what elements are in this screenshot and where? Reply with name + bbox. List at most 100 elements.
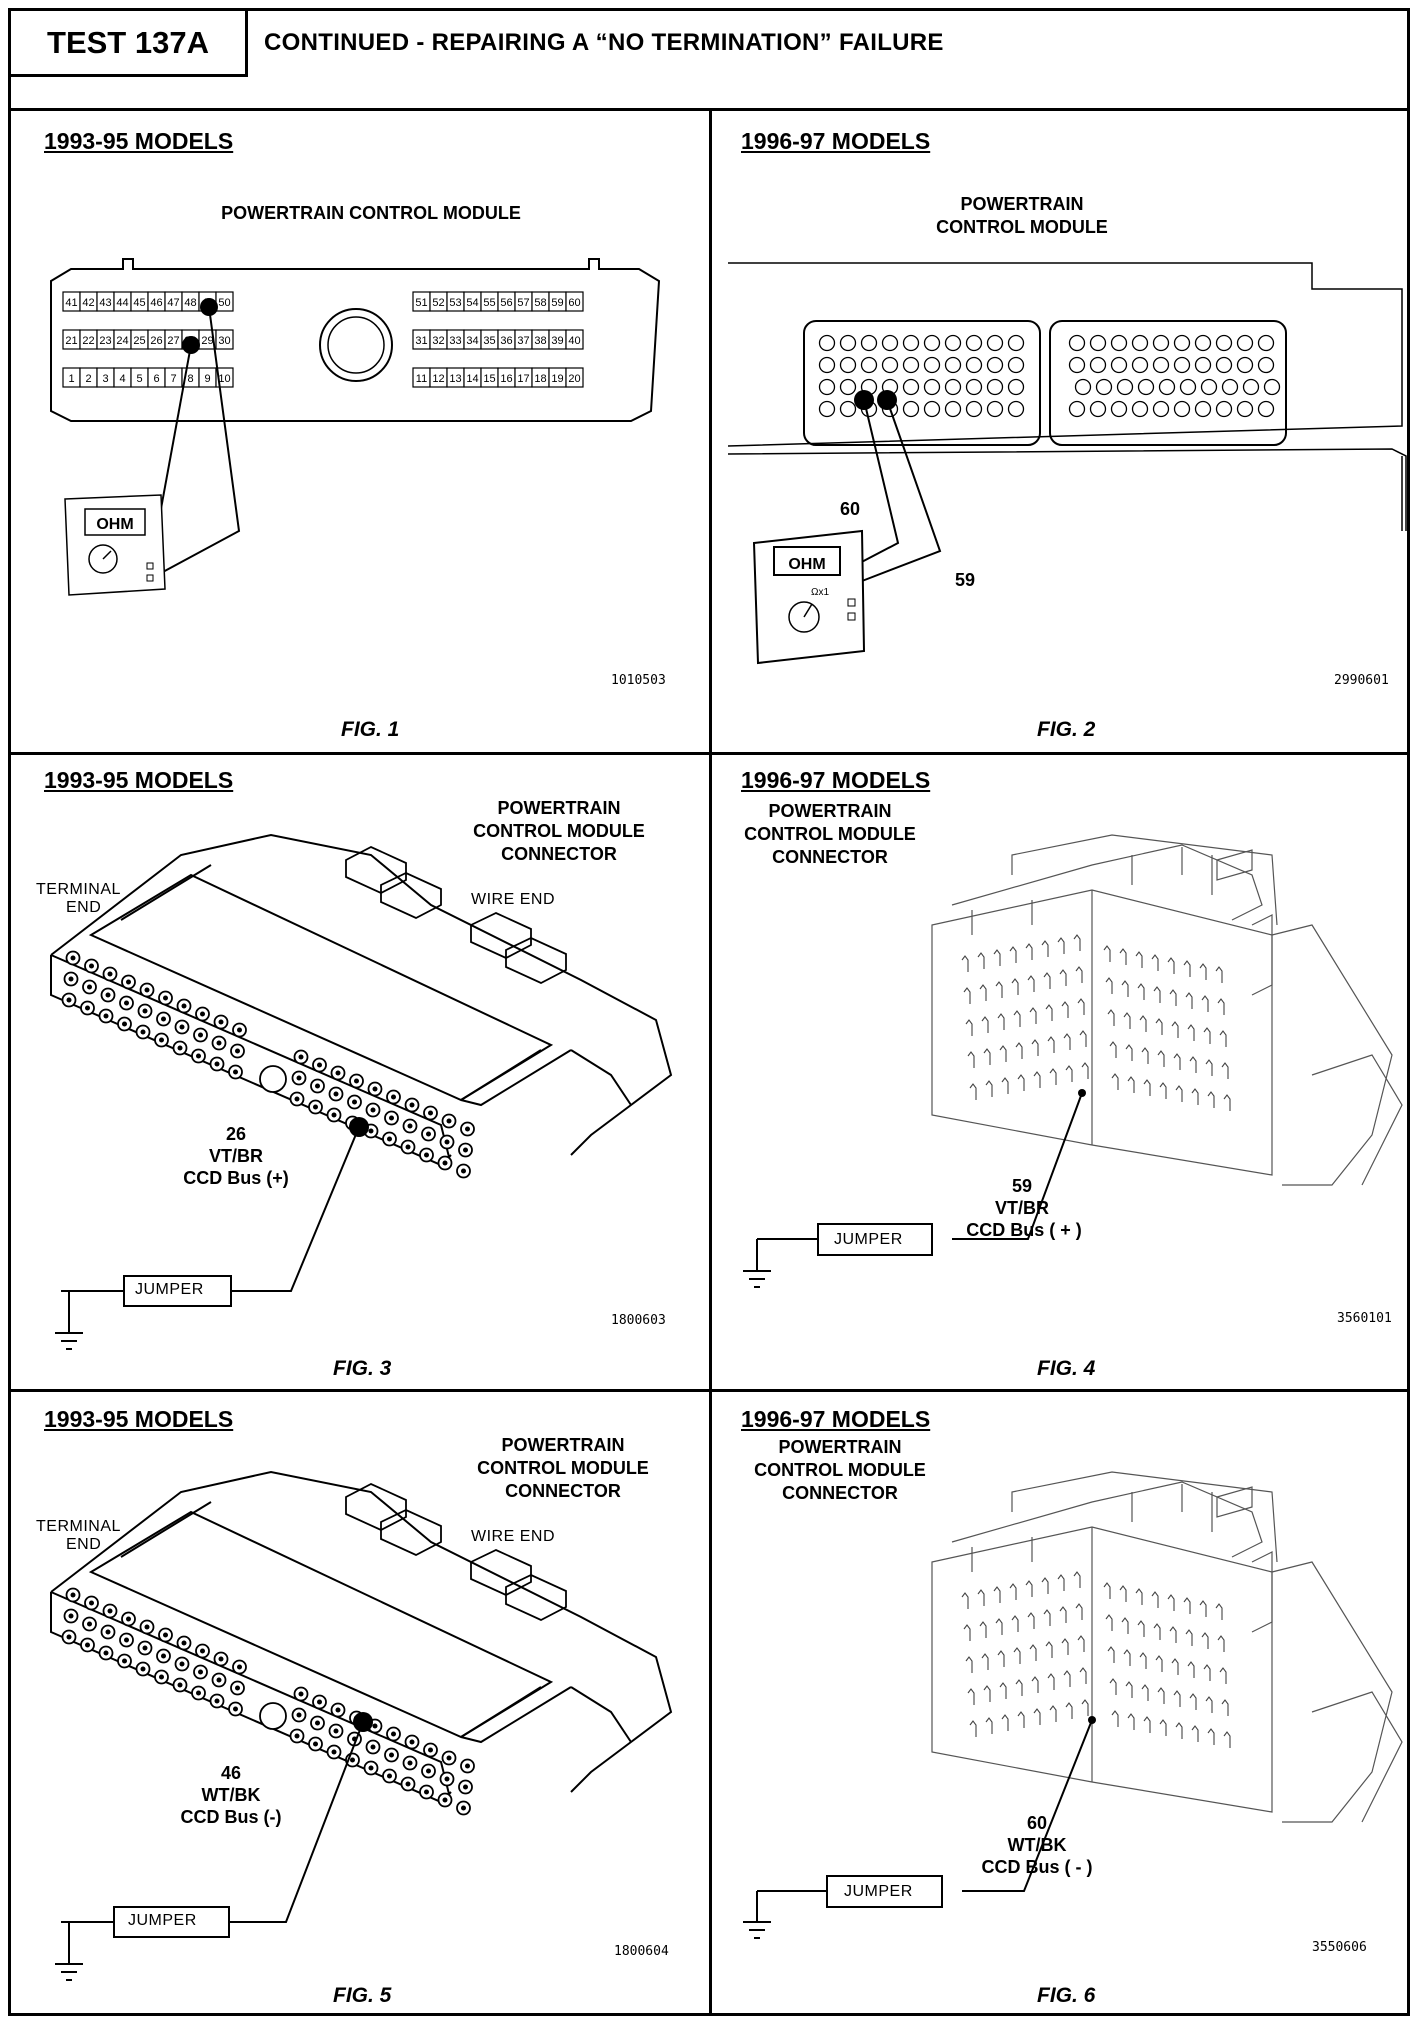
model-heading: 1993-95 MODELS	[44, 128, 234, 154]
terminal-cavity	[1199, 963, 1207, 980]
pin-grid	[818, 334, 1281, 418]
terminal-cavity	[977, 952, 985, 969]
pin-socket-center	[200, 1648, 205, 1654]
pin-socket-center	[424, 1789, 429, 1795]
svg-text:11: 11	[416, 373, 427, 385]
panel-fig-1: 1993-95 MODELS POWERTRAIN CONTROL MODULE…	[11, 111, 709, 752]
connector-label-line3: CONNECTOR	[782, 1483, 898, 1503]
pin-socket-center	[89, 963, 94, 969]
pin-socket-center	[107, 1608, 113, 1614]
figure-caption: FIG. 6	[1037, 1984, 1096, 2007]
pin-cell-59: 59	[548, 291, 567, 312]
svg-text:13: 13	[449, 373, 461, 385]
pin-socket	[1152, 400, 1170, 418]
pin-socket-center	[442, 1160, 448, 1166]
pin-socket	[1173, 334, 1191, 352]
pin-socket-center	[405, 1144, 411, 1150]
pin-cell-52: 52	[429, 291, 448, 312]
svg-text:44: 44	[116, 297, 128, 309]
terminal-cavity	[1031, 1676, 1039, 1693]
pin-socket	[965, 378, 983, 396]
panel-fig-4: 1996-97 MODELS POWERTRAIN CONTROL MODULE…	[712, 755, 1407, 1389]
figure-caption: FIG. 1	[341, 718, 400, 741]
terminal-cavity	[1155, 1655, 1163, 1672]
terminal-cavity	[1127, 1076, 1135, 1093]
svg-text:17: 17	[517, 373, 529, 385]
pin-socket	[839, 378, 857, 396]
connector-label-line3: CONNECTOR	[505, 1481, 621, 1501]
pin-socket-center	[372, 1723, 378, 1729]
pin-socket-center	[409, 1102, 415, 1108]
wire-color: WT/BK	[201, 1785, 261, 1805]
pin-cell-47: 47	[164, 291, 183, 312]
pin-socket-center	[144, 987, 150, 993]
pin-socket	[1068, 334, 1086, 352]
pin-socket-center	[446, 1755, 452, 1761]
terminal-cavity	[1189, 1056, 1197, 1073]
svg-text:25: 25	[133, 335, 145, 347]
terminal-cavity	[1143, 1079, 1151, 1096]
pin-socket-center	[317, 1062, 322, 1068]
module-label-line2: CONTROL MODULE	[936, 217, 1108, 237]
terminal-cavity	[1201, 995, 1209, 1012]
terminal-cavity	[1143, 1716, 1151, 1733]
pin-socket-center	[333, 1091, 339, 1097]
svg-text:42: 42	[82, 297, 94, 309]
model-heading: 1996-97 MODELS	[741, 1406, 931, 1432]
jumper-label: JUMPER	[844, 1883, 913, 1900]
ohmmeter: OHM	[64, 494, 166, 596]
terminal-cavity	[1157, 1050, 1165, 1067]
pin-socket-center	[465, 1126, 470, 1132]
module-label-line1: POWERTRAIN	[960, 194, 1084, 214]
pin-cell-40: 40	[565, 329, 584, 350]
terminal-cavity	[1215, 1603, 1223, 1620]
pin-socket-center	[177, 1045, 183, 1051]
pin-cell-58: 58	[531, 291, 550, 312]
panel-fig-3: 1993-95 MODELS POWERTRAIN CONTROL MODULE…	[11, 755, 709, 1389]
pin-cell-41: 41	[62, 291, 81, 312]
pin-cell-54: 54	[463, 291, 482, 312]
pin-socket-center	[105, 1629, 111, 1635]
test-id: TEST 137A	[11, 11, 248, 77]
svg-text:48: 48	[184, 297, 196, 309]
svg-text:38: 38	[534, 335, 546, 347]
terminal-cavity	[1167, 1594, 1175, 1611]
pin-socket-center	[331, 1112, 337, 1118]
pin-socket	[1007, 400, 1025, 418]
terminal-cavity	[1207, 1091, 1215, 1108]
pin-cell-33: 33	[446, 329, 465, 350]
pin-socket	[902, 356, 920, 374]
pin-socket-center	[181, 1003, 187, 1009]
connector-body	[50, 1470, 673, 1804]
pin-socket-center	[409, 1739, 415, 1745]
terminal-cavity	[985, 1080, 993, 1097]
svg-text:14: 14	[466, 373, 478, 385]
pin-socket-center	[296, 1075, 302, 1081]
terminal-cavity	[1049, 1705, 1057, 1722]
pin-socket	[923, 356, 941, 374]
pin-grid	[961, 934, 1231, 1111]
pin-socket-center	[389, 1752, 394, 1758]
pin-socket-center	[354, 1078, 359, 1084]
connector-label-line2: CONTROL MODULE	[744, 824, 916, 844]
pin-socket	[1173, 356, 1191, 374]
terminal-cavity	[1013, 1647, 1021, 1664]
terminal-cavity	[1119, 948, 1127, 965]
pin-cell-30: 30	[215, 329, 234, 350]
pin-socket	[1200, 378, 1218, 396]
pin-cell-7: 7	[164, 367, 183, 388]
pin-socket	[944, 356, 962, 374]
terminal-cavity	[1041, 1577, 1049, 1594]
pin-socket-center	[368, 1128, 374, 1134]
svg-text:6: 6	[153, 373, 159, 385]
svg-text:54: 54	[466, 297, 478, 309]
terminal-cavity	[1159, 1082, 1167, 1099]
pin-socket	[1236, 400, 1254, 418]
terminal-cavity	[1199, 1600, 1207, 1617]
pin-socket-center	[389, 1115, 394, 1121]
pin-socket-center	[198, 1032, 203, 1038]
pin-socket-center	[66, 1634, 72, 1640]
pin-socket-center	[465, 1763, 470, 1769]
pin-socket	[1110, 356, 1128, 374]
svg-text:9: 9	[204, 373, 210, 385]
